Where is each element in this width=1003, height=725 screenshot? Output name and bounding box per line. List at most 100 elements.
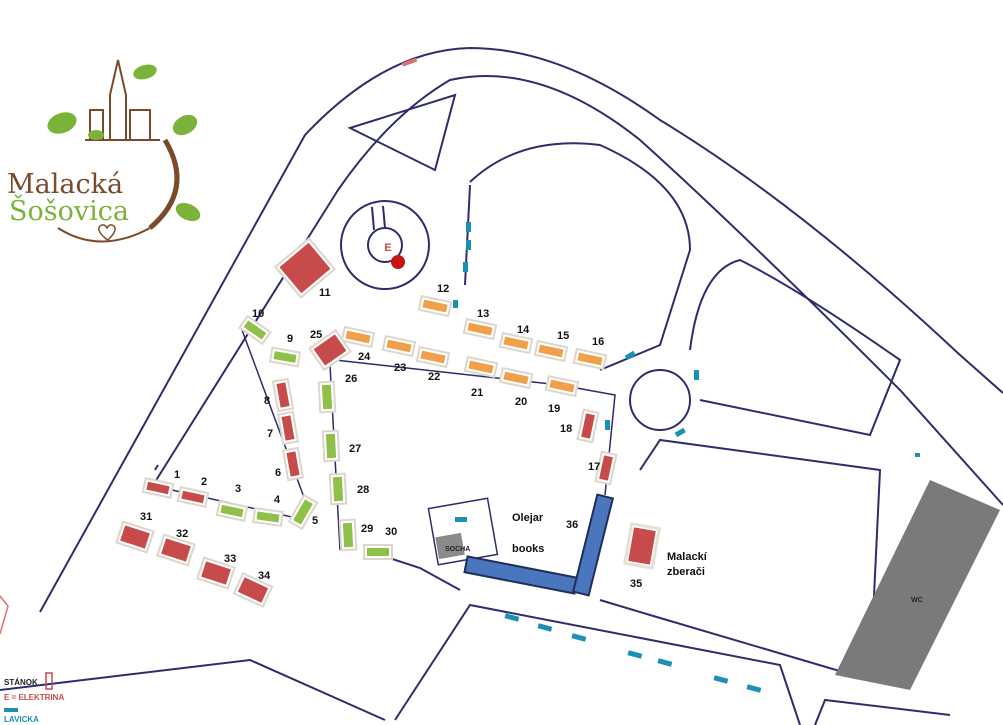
logo-line-2: Šošovica: [9, 193, 129, 227]
stall-10: [238, 314, 272, 346]
stall-fill: [201, 561, 231, 585]
stall-number-17: 17: [588, 461, 600, 473]
stall-number-16: 16: [592, 336, 604, 348]
stall-number-22: 22: [428, 371, 440, 383]
legend-stall-label: STÁNOK: [4, 678, 38, 687]
stall-number-14: 14: [517, 324, 530, 336]
stall-number-25: 25: [310, 329, 322, 341]
stall-fill: [243, 320, 267, 340]
stall-fill: [468, 360, 494, 374]
stall-fill: [467, 322, 493, 336]
stall-fill: [581, 413, 595, 439]
legend-stall-icon: [45, 672, 53, 690]
leaf-icon: [172, 114, 198, 136]
stall-number-5: 5: [312, 515, 318, 527]
legend-bench-icon: [4, 708, 18, 712]
stall-5: [287, 493, 319, 531]
stall-fill: [273, 351, 297, 363]
book-stand: Olejar books 36: [463, 493, 615, 597]
legend-electricity-label: E = ELEKTRINA: [4, 693, 64, 702]
stall-18: [576, 408, 600, 444]
leaf-icon: [133, 64, 157, 80]
stall-33: [196, 556, 236, 590]
stall-fill: [503, 336, 529, 350]
stall-fill: [538, 344, 564, 358]
benches: [453, 222, 920, 693]
stall-fill: [237, 577, 269, 603]
stall-fill: [420, 350, 446, 364]
stall-14: [498, 331, 534, 355]
stall-20: [498, 366, 534, 390]
stall-6: [281, 446, 305, 482]
legend-edge-mark: [0, 595, 9, 635]
electricity-marker: E: [384, 242, 391, 254]
leaf-icon: [88, 130, 104, 140]
electricity-dot: [391, 255, 405, 269]
wc-area: WC: [835, 480, 1000, 690]
stall-fill: [321, 384, 333, 410]
book-stand-number: 36: [566, 519, 578, 531]
collectors-label-2: zberači: [667, 566, 705, 578]
stall-number-10: 10: [252, 308, 264, 320]
stall-number-23: 23: [394, 362, 406, 374]
stall-24: [340, 325, 376, 349]
book-stand-label-2: books: [512, 543, 544, 555]
stall-number-13: 13: [477, 308, 489, 320]
stall-12: [417, 294, 453, 318]
stall-30: [363, 544, 393, 560]
stall-fill: [325, 433, 337, 459]
stall-number-18: 18: [560, 423, 572, 435]
stall-9: [268, 346, 302, 368]
stall-number-19: 19: [548, 403, 560, 415]
stall-34: [232, 571, 274, 609]
stall-number-4: 4: [274, 494, 281, 506]
stall-1: [141, 477, 175, 499]
stall-17: [594, 450, 618, 486]
stall-4: [252, 506, 284, 528]
stall-16: [572, 347, 608, 371]
collectors-stand: 35 Malackí zberači: [623, 522, 708, 590]
stall-8: [271, 377, 295, 413]
stall-number-9: 9: [287, 333, 293, 345]
stall-32: [156, 533, 196, 567]
stall-number-30: 30: [385, 526, 397, 538]
stall-number-2: 2: [201, 476, 207, 488]
stall-2: [176, 486, 210, 508]
stall-27: [321, 429, 341, 463]
stall-number-34: 34: [258, 570, 271, 582]
stall-7: [276, 410, 300, 446]
collectors-label-1: Malackí: [667, 551, 708, 563]
stall-fill: [279, 242, 331, 294]
stall-fill: [256, 511, 280, 523]
stall-fill: [577, 352, 603, 366]
stall-number-28: 28: [357, 484, 369, 496]
stall-fill: [313, 334, 347, 366]
heart-icon: [98, 224, 116, 241]
statue-label: SOCHA: [445, 546, 470, 553]
leaf-icon: [47, 112, 77, 134]
stall-fill: [146, 481, 170, 495]
legend: STÁNOK E = ELEKTRINA LAVICKA: [0, 595, 64, 724]
stall-fill: [332, 476, 344, 502]
logo-line-1: Malacká: [7, 169, 123, 200]
stall-number-27: 27: [349, 443, 361, 455]
statue-area: SOCHA: [427, 497, 499, 566]
stall-25: [308, 328, 352, 372]
roundabout-right: [629, 369, 691, 431]
stall-number-32: 32: [176, 528, 188, 540]
stall-fill: [367, 548, 389, 556]
stall-number-8: 8: [264, 395, 270, 407]
stall-22: [415, 345, 451, 369]
stall-13: [462, 317, 498, 341]
wc-label: WC: [911, 597, 923, 604]
stall-fill: [286, 451, 300, 477]
leaf-icon: [175, 202, 201, 222]
stall-fill: [281, 415, 295, 441]
stall-number-12: 12: [437, 283, 449, 295]
stall-number-24: 24: [358, 351, 371, 363]
stall-fill: [161, 538, 191, 562]
stall-number-11: 11: [319, 287, 331, 299]
stall-fill: [293, 499, 313, 525]
legend-bench-label: LAVICKA: [4, 715, 39, 724]
